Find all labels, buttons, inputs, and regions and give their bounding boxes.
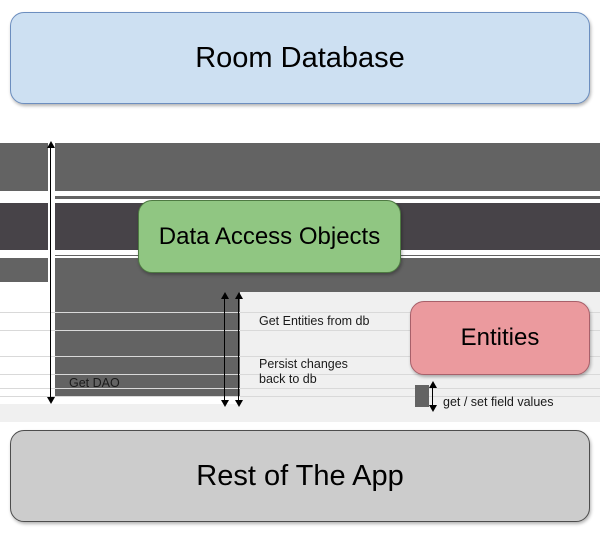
occlusion-stub-get-set [415, 385, 429, 407]
arrow-get-set-fields-line [432, 387, 433, 407]
arrow-get-entities-line [224, 298, 225, 402]
arrow-persist-line [238, 298, 239, 402]
artifact-hairline-4 [0, 374, 600, 375]
artifact-hairline-5 [0, 388, 600, 389]
arrow-get-dao-line [50, 147, 51, 399]
node-data-access-objects-label: Data Access Objects [158, 222, 381, 250]
node-room-database[interactable]: Room Database [10, 12, 590, 104]
arrow-get-set-fields-head-bottom [428, 405, 437, 412]
occlusion-band-left-lower [0, 258, 48, 282]
edge-label-get-entities: Get Entities from db [259, 314, 370, 328]
node-rest-of-the-app-label: Rest of The App [196, 459, 404, 492]
artifact-panel-bottom [0, 404, 600, 422]
artifact-strip-1 [0, 191, 600, 196]
artifact-hairline-3 [0, 356, 600, 357]
arrow-get-entities-head-top [220, 292, 229, 299]
edge-label-persist-changes: Persist changes back to db [259, 357, 348, 386]
edge-label-get-dao: Get DAO [69, 376, 120, 390]
occlusion-band-left-upper [0, 143, 48, 191]
arrow-persist-head-top [234, 292, 243, 299]
node-rest-of-the-app[interactable]: Rest of The App [10, 430, 590, 522]
edge-label-get-set-fields: get / set field values [443, 395, 554, 409]
artifact-hairline-2 [0, 330, 600, 331]
arrow-get-entities-head-bottom [220, 400, 229, 407]
arrow-persist-head-bottom [234, 400, 243, 407]
node-entities-label: Entities [460, 324, 540, 351]
artifact-hairline-1 [0, 312, 600, 313]
arrow-get-set-fields-head-top [428, 381, 437, 388]
arrow-get-dao-head-top [46, 141, 55, 148]
artifact-strip-5 [0, 139, 600, 143]
node-data-access-objects[interactable]: Data Access Objects [138, 200, 401, 273]
occlusion-band-left-dark [0, 203, 48, 250]
arrow-get-dao-head-bottom [46, 397, 55, 404]
artifact-hairline-6 [0, 396, 600, 397]
node-entities[interactable]: Entities [410, 301, 590, 375]
node-room-database-label: Room Database [195, 41, 405, 74]
